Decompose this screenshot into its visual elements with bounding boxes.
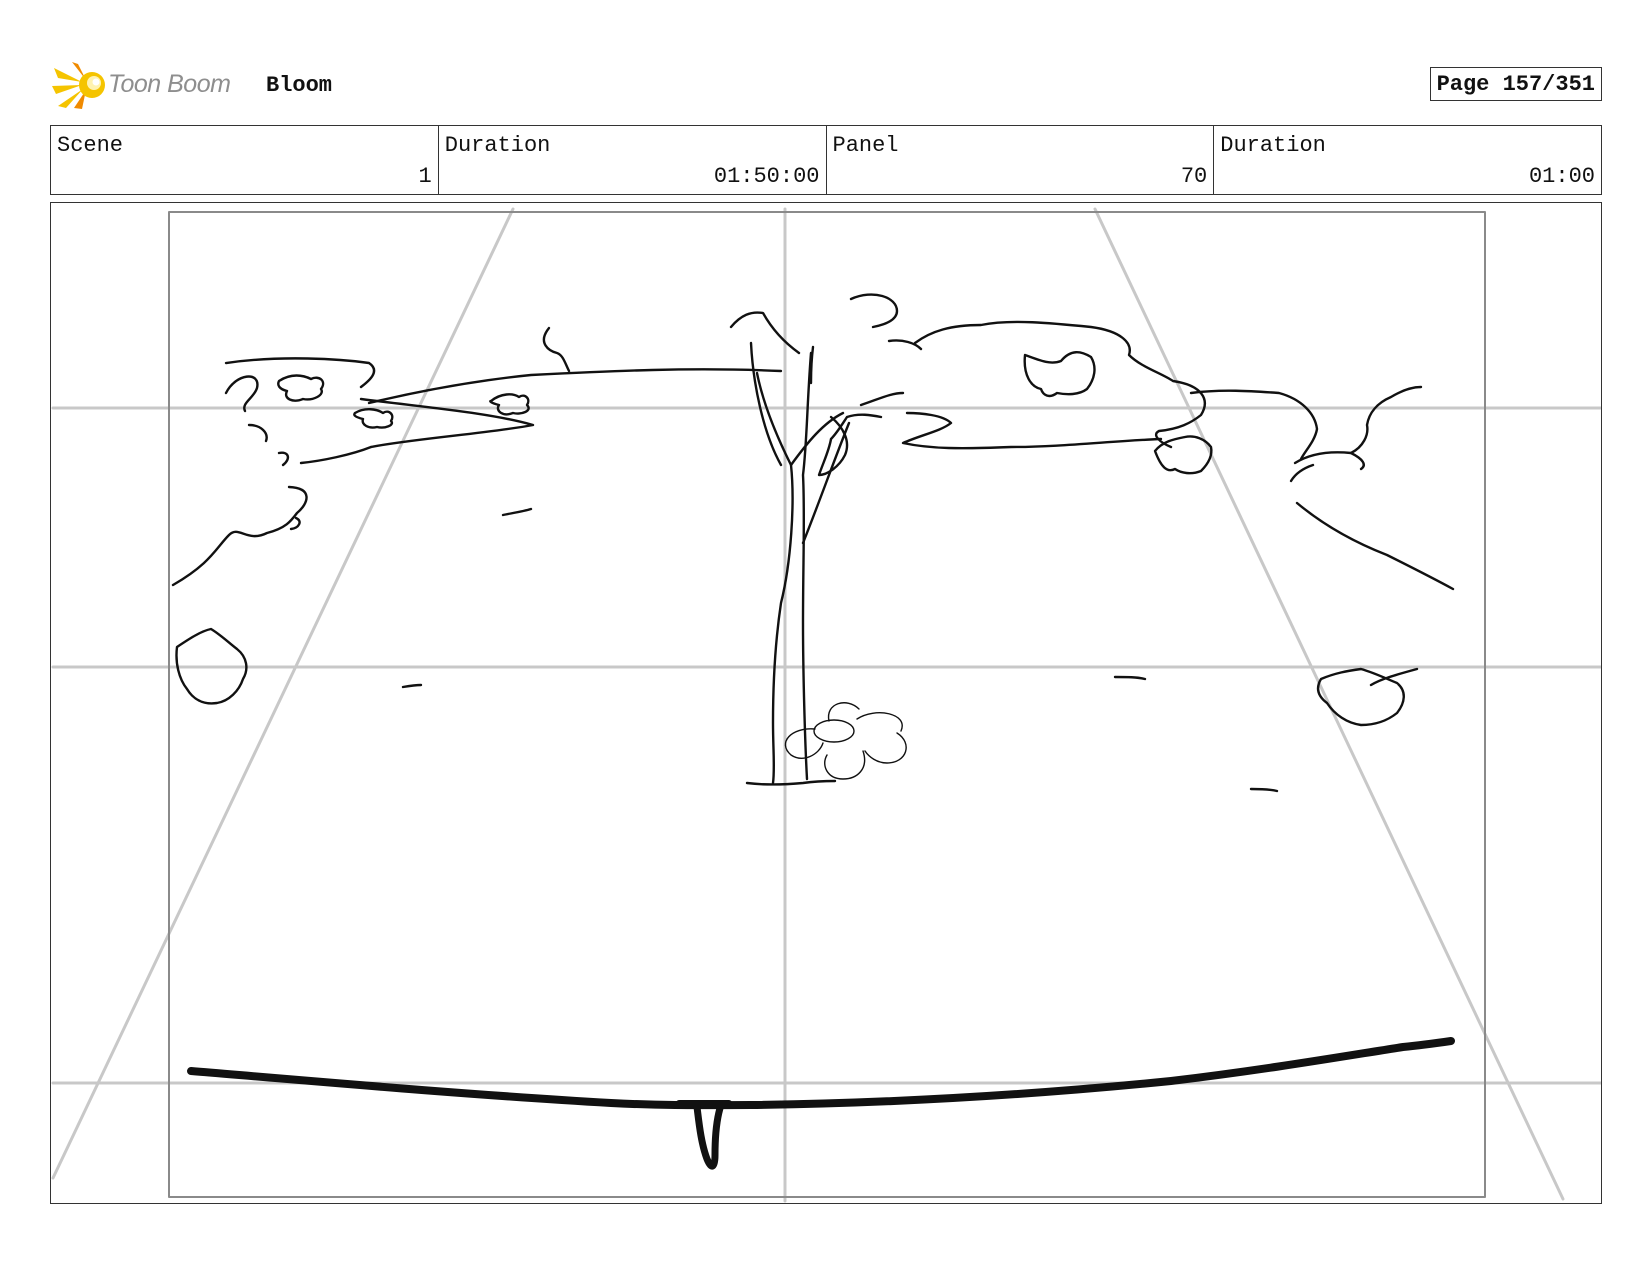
flower-sketch (784, 702, 907, 780)
toon-boom-logo-icon (52, 62, 105, 109)
sketch-drawing (51, 207, 1601, 1203)
info-bar: Scene 1 Duration 01:50:00 Panel 70 Durat… (50, 125, 1602, 195)
ground-line (187, 1037, 1455, 1170)
project-title: Bloom (266, 73, 333, 98)
page-header: Toon Boom Bloom Page 157/351 (50, 56, 1602, 114)
panel-duration-label: Duration (1220, 133, 1326, 158)
scene-duration-label: Duration (444, 133, 551, 158)
camera-frame (168, 211, 1486, 1198)
panel-duration-value: 01:00 (1528, 164, 1595, 189)
storyboard-panel (50, 202, 1602, 1204)
scene-cell: Scene 1 (51, 126, 439, 194)
page-number: Page 157/351 (1429, 67, 1602, 101)
scene-label: Scene (57, 133, 124, 158)
panel-label: Panel (832, 133, 899, 158)
panel-cell: Panel 70 (827, 126, 1215, 194)
scene-value: 1 (418, 164, 432, 189)
panel-duration-cell: Duration 01:00 (1214, 126, 1601, 194)
scene-duration-cell: Duration 01:50:00 (439, 126, 827, 194)
panel-value: 70 (1180, 164, 1208, 189)
brand-name: Toon Boom (108, 70, 231, 98)
sketch-lines (171, 293, 1455, 793)
scene-duration-value: 01:50:00 (713, 164, 820, 189)
